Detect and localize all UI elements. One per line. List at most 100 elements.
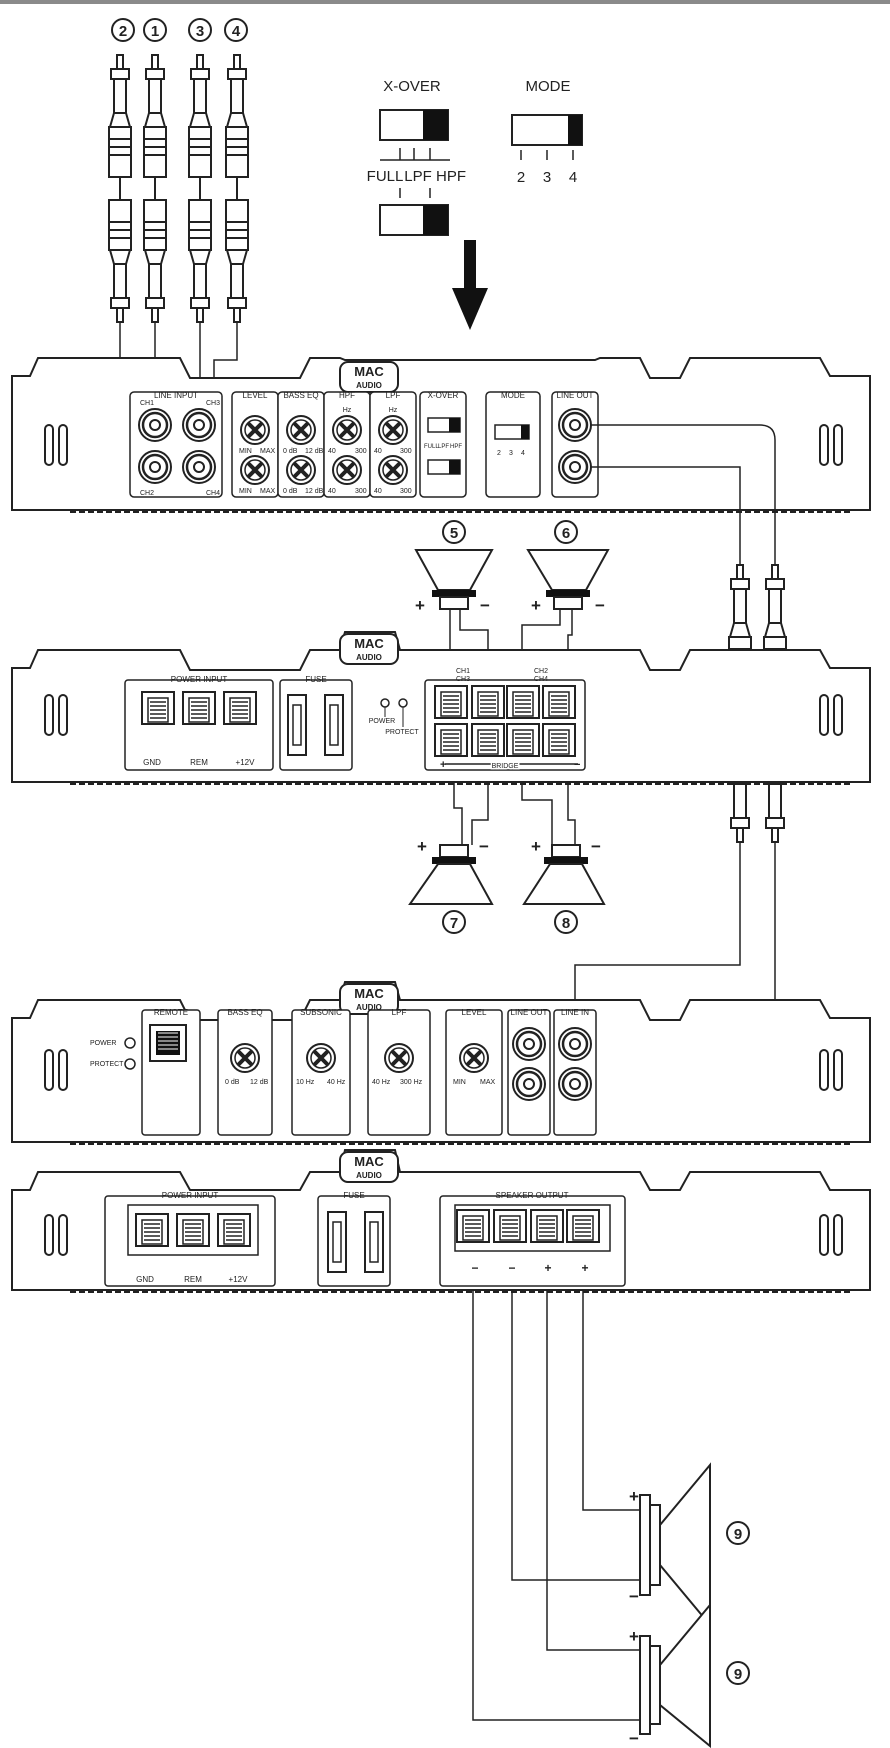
subwoofer-9b: + − 9 [629, 1602, 750, 1748]
speaker-terminal-1[interactable] [434, 685, 468, 719]
speaker-6: 6 + − [521, 520, 610, 650]
line-out-jack-2[interactable] [557, 449, 593, 485]
svg-text:−: − [479, 837, 489, 856]
svg-text:−: − [595, 596, 605, 615]
output-terminal-3[interactable] [530, 1209, 564, 1243]
svg-text:PROTECT: PROTECT [90, 1061, 124, 1068]
fuse-2[interactable] [364, 1211, 384, 1273]
subsonic-label: SUBSONIC [300, 1008, 342, 1017]
svg-text:+: + [581, 1261, 588, 1275]
svg-text:MAX: MAX [260, 448, 276, 455]
svg-text:−: − [508, 1261, 515, 1275]
svg-text:MIN: MIN [239, 448, 252, 455]
line-in-jack-2[interactable] [557, 1066, 593, 1102]
svg-text:+: + [531, 837, 541, 856]
output-terminal-2[interactable] [493, 1209, 527, 1243]
gnd-terminal[interactable] [141, 691, 175, 725]
speaker-terminal-2[interactable] [471, 685, 505, 719]
svg-text:−: − [480, 596, 490, 615]
svg-text:5: 5 [450, 525, 458, 542]
subsonic-knob[interactable] [305, 1042, 337, 1074]
gnd-terminal[interactable] [135, 1213, 169, 1247]
rem-terminal[interactable] [182, 691, 216, 725]
line-out-jack-1[interactable] [557, 407, 593, 443]
lpf-knob-2[interactable] [377, 454, 409, 486]
subwoofer-9a: + − 9 [629, 1462, 750, 1628]
lpf-knob[interactable] [383, 1042, 415, 1074]
amp-4: MAC AUDIO POWER INPUT GND REM +12V FUSE … [11, 1149, 871, 1293]
hpf-knob-2[interactable] [331, 454, 363, 486]
speaker-terminal-6[interactable] [471, 723, 505, 757]
ch3-input-jack[interactable] [181, 407, 217, 443]
speaker-8: + − 8 [521, 782, 606, 934]
speaker-terminal-8[interactable] [542, 723, 576, 757]
rca-number-3: 3 [196, 23, 204, 40]
fuse-1[interactable] [287, 694, 307, 756]
brand-logo: MAC AUDIO [339, 633, 399, 665]
svg-text:MAC: MAC [354, 1154, 384, 1169]
speaker-terminal-7[interactable] [506, 723, 540, 757]
brand-logo: MAC AUDIO [339, 983, 399, 1015]
12v-terminal[interactable] [223, 691, 257, 725]
line-out-jack-2[interactable] [511, 1066, 547, 1102]
svg-text:POWER: POWER [369, 718, 395, 725]
xover-heading: X-OVER [383, 78, 441, 95]
mode-heading: MODE [526, 78, 571, 95]
svg-text:9: 9 [734, 1526, 742, 1543]
svg-text:+: + [417, 837, 427, 856]
ch1-input-jack[interactable] [137, 407, 173, 443]
svg-text:7: 7 [450, 915, 458, 932]
svg-text:CH1: CH1 [456, 668, 470, 675]
bass-eq-knob-2[interactable] [285, 454, 317, 486]
remote-label: REMOTE [154, 1008, 188, 1017]
speaker-7: + − 7 [408, 782, 494, 934]
level-knob-1[interactable] [239, 414, 271, 446]
line-out-jack-1[interactable] [511, 1026, 547, 1062]
svg-text:10 Hz: 10 Hz [296, 1079, 315, 1086]
fuse-1[interactable] [327, 1211, 347, 1273]
svg-text:GND: GND [143, 758, 161, 767]
line-in-jack-1[interactable] [557, 1026, 593, 1062]
speaker-terminal-5[interactable] [434, 723, 468, 757]
xover-full-label: FULL [367, 168, 404, 185]
svg-text:+: + [629, 1487, 639, 1506]
mode-legend: MODE 2 3 4 [511, 78, 583, 186]
svg-text:MAX: MAX [480, 1079, 496, 1086]
bass-eq-knob-1[interactable] [285, 414, 317, 446]
speaker-terminal-3[interactable] [506, 685, 540, 719]
svg-text:+: + [440, 759, 446, 771]
svg-text:Hz: Hz [389, 407, 398, 414]
rem-terminal[interactable] [176, 1213, 210, 1247]
level-knob[interactable] [458, 1042, 490, 1074]
svg-text:CH3: CH3 [206, 400, 220, 407]
svg-text:MAC: MAC [354, 986, 384, 1001]
speaker-terminal-4[interactable] [542, 685, 576, 719]
svg-text:FUSE: FUSE [343, 1191, 364, 1200]
svg-text:300 Hz: 300 Hz [400, 1079, 423, 1086]
level-knob-2[interactable] [239, 454, 271, 486]
svg-text:MIN: MIN [239, 488, 252, 495]
output-terminal-1[interactable] [456, 1209, 490, 1243]
level-label: LEVEL [243, 391, 268, 400]
ch2-input-jack[interactable] [137, 449, 173, 485]
svg-text:CH2: CH2 [140, 490, 154, 497]
bass-eq-label: BASS EQ [283, 391, 318, 400]
svg-text:SPEAKER OUTPUT: SPEAKER OUTPUT [496, 1191, 569, 1200]
svg-text:8: 8 [562, 915, 570, 932]
ch4-input-jack[interactable] [181, 449, 217, 485]
bass-eq-knob[interactable] [229, 1042, 261, 1074]
svg-text:POWER INPUT: POWER INPUT [171, 675, 228, 684]
svg-text:AUDIO: AUDIO [356, 1171, 382, 1180]
svg-text:LPF: LPF [438, 444, 449, 450]
rca-number-labels: 2 1 3 4 [111, 18, 248, 42]
fuse-2[interactable] [324, 694, 344, 756]
svg-text:0 dB: 0 dB [283, 448, 298, 455]
svg-text:BRIDGE: BRIDGE [492, 763, 519, 770]
line-input-label: LINE INPUT [154, 391, 198, 400]
12v-terminal[interactable] [217, 1213, 251, 1247]
mode-4-label: 4 [569, 169, 577, 186]
lpf-knob-1[interactable] [377, 414, 409, 446]
svg-text:+: + [531, 596, 541, 615]
hpf-knob-1[interactable] [331, 414, 363, 446]
output-terminal-4[interactable] [566, 1209, 600, 1243]
